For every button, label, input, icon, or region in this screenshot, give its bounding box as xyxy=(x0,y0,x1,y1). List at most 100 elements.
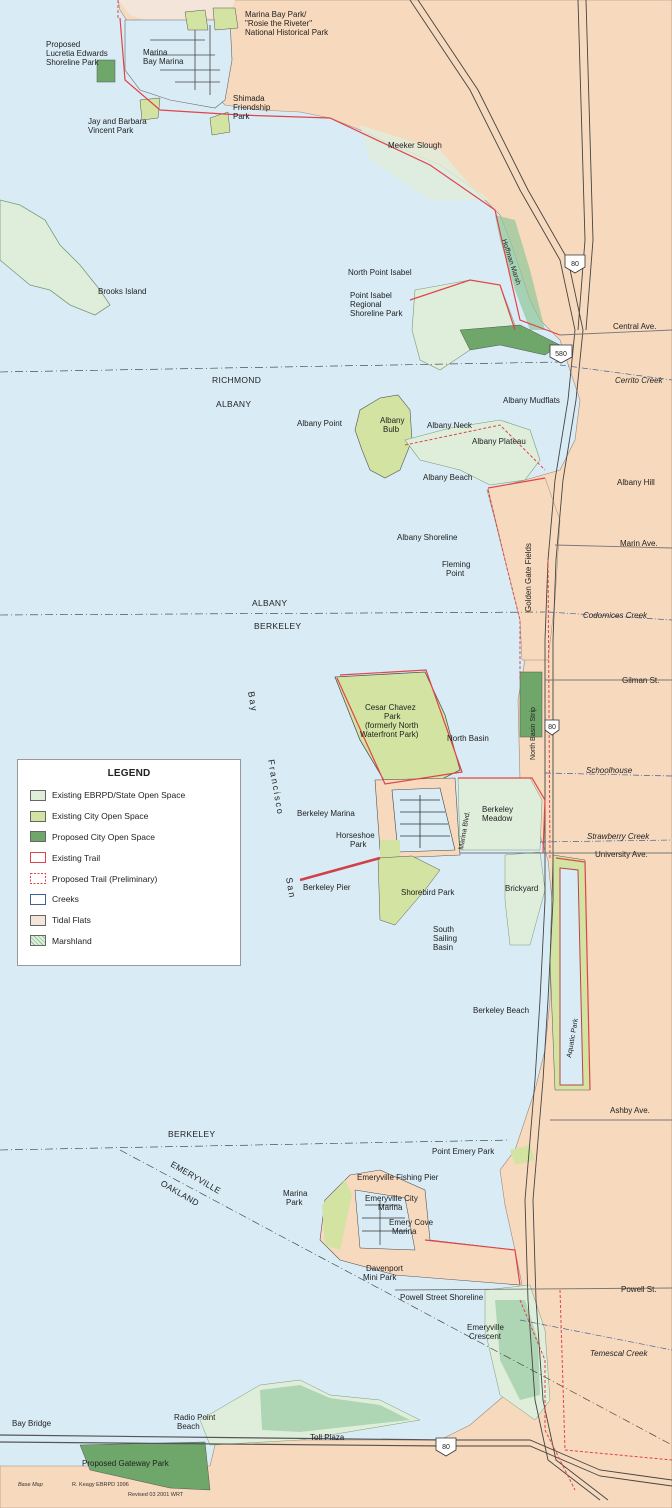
label-fleming-2: Point xyxy=(446,569,465,578)
legend-title: LEGEND xyxy=(107,768,151,779)
legend-swatch-proposed-city xyxy=(30,831,46,843)
legend-item-creeks: Creeks xyxy=(18,889,240,910)
emeryville-docks xyxy=(362,1200,408,1245)
label-vincent-2: Vincent Park xyxy=(88,126,134,135)
credit-revised: Revised 03 2001 WRT xyxy=(128,1492,184,1498)
proposed-trails xyxy=(117,0,672,1491)
label-golden-gate-fields: Golden Gate Fields xyxy=(524,543,533,612)
brickyard xyxy=(504,851,546,946)
label-powell-shoreline: Powell Street Shoreline xyxy=(400,1293,484,1302)
label-davenport-1: Davenport xyxy=(366,1264,404,1273)
legend-swatch-city-open xyxy=(30,810,46,822)
label-marina-bay-park-2: "Rosie the Riveter" xyxy=(245,19,312,28)
label-north-point-isabel: North Point Isabel xyxy=(348,268,412,277)
label-albany-bulb-2: Bulb xyxy=(383,425,400,434)
label-albany-plateau: Albany Plateau xyxy=(472,437,526,446)
label-cesar-chavez-2: Park xyxy=(384,712,401,721)
legend-swatch-tidal xyxy=(30,914,46,926)
gateway-park xyxy=(79,1441,211,1491)
legend-swatch-creeks xyxy=(30,893,46,905)
existing-trails xyxy=(119,17,591,1286)
legend-swatch-proposed-trail xyxy=(30,873,46,885)
city-richmond: RICHMOND xyxy=(212,375,261,385)
city-boundaries xyxy=(0,361,672,1446)
label-south-sailing-3: Basin xyxy=(433,943,453,952)
i80-mid-shield-label: 80 xyxy=(548,724,556,731)
label-berkeley-pier: Berkeley Pier xyxy=(303,883,351,892)
horseshoe-park xyxy=(380,840,400,858)
label-marina-bay-marina-1: Marina xyxy=(143,48,168,57)
brooks-island xyxy=(0,199,111,316)
i580-shield-label: 580 xyxy=(555,351,567,358)
cesar-chavez-park xyxy=(334,671,461,783)
label-cesar-chavez-1: Cesar Chavez xyxy=(365,703,416,712)
legend-label-existing-trail: Existing Trail xyxy=(52,852,101,863)
i80-south-shield-label: 80 xyxy=(442,1444,450,1451)
legend-label-proposed-city: Proposed City Open Space xyxy=(52,831,156,842)
city-berkeley-south: BERKELEY xyxy=(168,1129,215,1139)
label-emeryville-marina-1: Emeryville City xyxy=(365,1194,418,1203)
legend-item-proposed-trail: Proposed Trail (Preliminary) xyxy=(18,868,240,889)
city-albany-south: ALBANY xyxy=(252,598,287,608)
legend-item-marsh: Marshland xyxy=(18,931,240,952)
label-brooks: Brooks Island xyxy=(98,287,146,296)
label-emeryville-marina-2: Marina xyxy=(378,1203,403,1212)
legend-label-marsh: Marshland xyxy=(52,935,92,946)
label-albany-beach: Albany Beach xyxy=(423,473,472,482)
highway-shields: 80 580 80 80 xyxy=(435,254,586,1457)
label-cesar-chavez-3: (formerly North xyxy=(365,721,418,730)
creek-temescal: Temescal Creek xyxy=(590,1349,649,1358)
label-berkeley-marina: Berkeley Marina xyxy=(297,809,355,818)
aquatic-park-water xyxy=(559,867,584,1086)
label-albany-neck: Albany Neck xyxy=(427,421,473,430)
label-marina-bay-marina-2: Bay Marina xyxy=(143,57,184,66)
legend-label-ebrpd: Existing EBRPD/State Open Space xyxy=(52,790,186,801)
label-radio-point-2: Beach xyxy=(177,1422,200,1431)
label-shimada-2: Friendship xyxy=(233,103,271,112)
label-vincent-1: Jay and Barbara xyxy=(88,117,147,126)
label-emery-cove-2: Marina xyxy=(392,1227,417,1236)
label-albany-shoreline: Albany Shoreline xyxy=(397,533,458,542)
bay-bridge-line-2 xyxy=(0,1441,446,1447)
label-marina-bay-park-1: Marina Bay Park/ xyxy=(245,10,307,19)
creek-cerrito: Cerrito Creek xyxy=(615,376,664,385)
label-point-emery: Point Emery Park xyxy=(432,1147,495,1156)
label-crescent-1: Emeryville xyxy=(467,1323,504,1332)
marina-bay-basin xyxy=(124,19,233,109)
street-marin: Marin Ave. xyxy=(620,539,658,548)
label-bay-bridge: Bay Bridge xyxy=(12,1419,52,1428)
street-powell: Powell St. xyxy=(621,1285,657,1294)
label-davenport-2: Mini Park xyxy=(363,1273,397,1282)
radio-point-marsh xyxy=(260,1385,410,1432)
albany-neck xyxy=(404,419,541,486)
label-horseshoe-2: Park xyxy=(350,840,367,849)
label-south-sailing-2: Sailing xyxy=(433,934,457,943)
label-bay: Bay xyxy=(246,691,260,714)
legend-item-existing-trail: Existing Trail xyxy=(18,847,240,868)
city-berkeley-north: BERKELEY xyxy=(254,621,301,631)
creek-codornices: Codornices Creek xyxy=(583,611,648,620)
legend-label-creeks: Creeks xyxy=(52,894,79,905)
marina-park xyxy=(322,1180,352,1250)
label-shimada-1: Shimada xyxy=(233,94,265,103)
legend-item-ebrpd: Existing EBRPD/State Open Space xyxy=(18,785,240,806)
label-shorebird: Shorebird Park xyxy=(401,888,455,897)
hoffman-marsh xyxy=(495,215,545,330)
richmond-greenway-proposed xyxy=(459,324,561,356)
legend-label-proposed-trail: Proposed Trail (Preliminary) xyxy=(52,873,158,884)
label-shimada-3: Park xyxy=(233,112,250,121)
label-berkeley-meadow-1: Berkeley xyxy=(482,805,513,814)
crescent-marsh xyxy=(495,1300,540,1400)
label-gateway: Proposed Gateway Park xyxy=(82,1459,170,1468)
label-south-sailing-1: South xyxy=(433,925,454,934)
label-radio-point-1: Radio Point xyxy=(174,1413,216,1422)
label-north-basin-strip: North Basin Strip xyxy=(530,707,537,760)
label-cesar-chavez-4: Waterfront Park) xyxy=(360,730,419,739)
legend-item-city-open: Existing City Open Space xyxy=(18,806,240,827)
label-lucretia-3: Shoreline Park xyxy=(46,58,99,67)
marina-bay-docks xyxy=(150,25,220,95)
street-central: Central Ave. xyxy=(613,322,656,331)
legend-item-proposed-city: Proposed City Open Space xyxy=(18,827,240,848)
street-ashby: Ashby Ave. xyxy=(610,1106,650,1115)
